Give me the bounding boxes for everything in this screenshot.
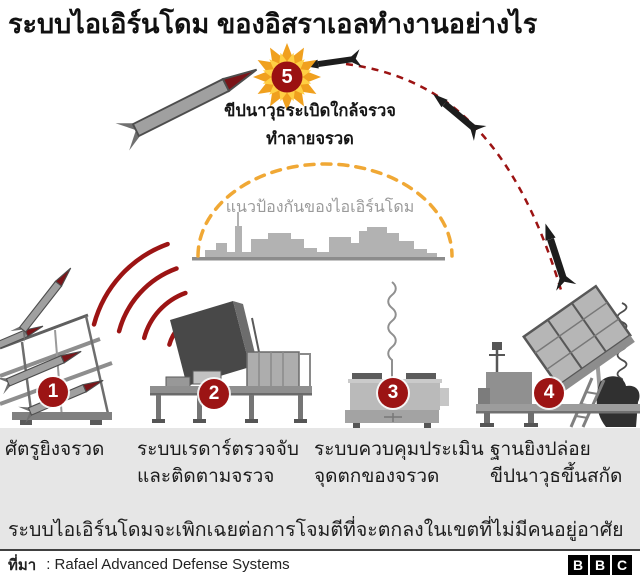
bbc-logo: B B C [568, 554, 632, 575]
step-1-label: ศัตรูยิงจรวด [5, 439, 105, 460]
step-3-label: ระบบควบคุมประเมิน จุดตกของจรวด [314, 439, 484, 487]
enemy-launcher-icon [0, 313, 113, 425]
source-label: ที่มา [8, 556, 37, 574]
footer: ที่มา : Rafael Advanced Defense Systems … [0, 549, 640, 578]
step-3-badge: 3 [378, 378, 408, 408]
bbc-logo-letter: B [568, 554, 588, 575]
step-4-label: ฐานยิงปล่อย ขีปนาวุธขึ้นสกัด [490, 439, 623, 487]
bbc-logo-letter: C [612, 554, 632, 575]
lower-gray-band [0, 428, 640, 549]
step-1-badge: 1 [38, 377, 68, 407]
dome-shield-label: แนวป้องกันของไอเอิร์นโดม [225, 199, 415, 216]
dome-shield-arc [196, 162, 454, 258]
explosion-icon [253, 43, 321, 111]
interceptor-missile-icon [535, 220, 577, 291]
step-2-label: ระบบเรดาร์ตรวจจับ และติดตามจรวจ [137, 439, 299, 487]
bottom-caption: ระบบไอเอิร์นโดมจะเพิกเฉยต่อการโจมตีที่จะ… [8, 519, 624, 541]
interception-caption-line1: ขีปนาวุธระเบิดใกล้จรวจ [224, 102, 396, 120]
step-2-badge: 2 [199, 379, 229, 409]
step-4-badge: 4 [534, 378, 564, 408]
city-skyline-icon [192, 212, 445, 261]
radar-unit-icon [150, 301, 312, 423]
page-title: ระบบไอเอิร์นโดม ของอิสราเอลทำงานอย่างไร [8, 9, 538, 39]
bbc-logo-letter: B [590, 554, 610, 575]
step-5-badge: 5 [281, 66, 293, 88]
interception-caption-line2: ทำลายจรวด [266, 130, 354, 148]
source-value: : Rafael Advanced Defense Systems [46, 556, 290, 573]
dome-launcher-icon [476, 284, 640, 428]
iron-dome-illustration [0, 43, 640, 428]
